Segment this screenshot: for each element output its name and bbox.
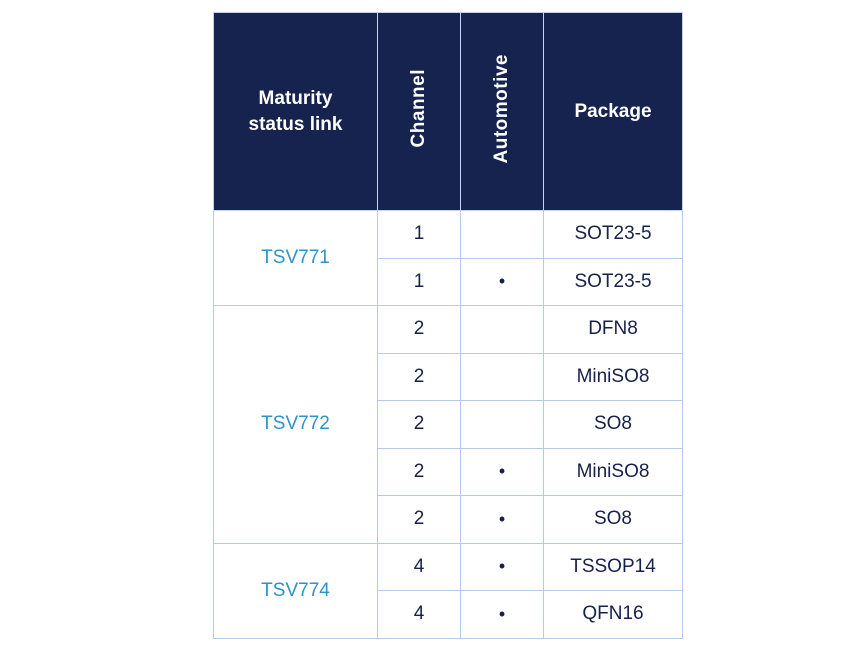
- automotive-cell: •: [460, 542, 544, 591]
- package-cell: SO8: [543, 400, 683, 449]
- channel-cell: 1: [377, 210, 461, 259]
- automotive-cell: [460, 305, 544, 354]
- header-row: Maturity status link Channel Automotive …: [213, 12, 683, 211]
- package-cell: TSSOP14: [543, 542, 683, 591]
- part-cell-tsv774: TSV774: [213, 542, 378, 639]
- automotive-cell: [460, 210, 544, 259]
- part-link-tsv774[interactable]: TSV774: [261, 579, 330, 601]
- table-row: 2 SO8: [214, 400, 683, 449]
- channel-cell: 4: [377, 542, 461, 591]
- automotive-cell: •: [460, 257, 544, 306]
- channel-cell: 2: [377, 495, 461, 544]
- automotive-cell: [460, 400, 544, 449]
- header-maturity-status-link: Maturity status link: [213, 12, 378, 211]
- automotive-cell: •: [460, 590, 544, 639]
- product-selector-table: Maturity status link Channel Automotive …: [213, 12, 683, 639]
- channel-cell: 2: [377, 447, 461, 496]
- package-cell: SOT23-5: [543, 210, 683, 259]
- header-automotive-label: Automotive: [491, 53, 512, 164]
- channel-cell: 4: [377, 590, 461, 639]
- header-package: Package: [543, 12, 683, 211]
- channel-cell: 2: [377, 352, 461, 401]
- table-row: 1 • SOT23-5: [214, 257, 683, 306]
- table-row: TSV771 1 SOT23-5: [213, 210, 683, 306]
- automotive-cell: •: [460, 447, 544, 496]
- package-cell: MiniSO8: [543, 352, 683, 401]
- part-cell-tsv772: TSV772: [213, 305, 378, 544]
- header-automotive: Automotive: [460, 12, 544, 211]
- header-channel: Channel: [377, 12, 461, 211]
- package-cell: SOT23-5: [543, 257, 683, 306]
- table-row: 4 • QFN16: [214, 590, 683, 639]
- header-maturity-status-link-label: Maturity status link: [248, 87, 343, 135]
- package-cell: DFN8: [543, 305, 683, 354]
- package-cell: SO8: [543, 495, 683, 544]
- automotive-cell: [460, 352, 544, 401]
- channel-cell: 2: [377, 400, 461, 449]
- channel-cell: 1: [377, 257, 461, 306]
- part-cell-tsv771: TSV771: [213, 210, 378, 306]
- part-link-tsv772[interactable]: TSV772: [261, 413, 330, 435]
- header-channel-label: Channel: [408, 69, 429, 148]
- header-package-label: Package: [574, 100, 652, 122]
- table-row: 2 • SO8: [214, 495, 683, 544]
- package-cell: QFN16: [543, 590, 683, 639]
- table-row: 2 MiniSO8: [214, 352, 683, 401]
- table-row: 2 • MiniSO8: [214, 447, 683, 496]
- table-row: TSV772 2 DFN8: [213, 305, 683, 544]
- part-link-tsv771[interactable]: TSV771: [261, 247, 330, 268]
- table-row: TSV774 4 • TSSOP14: [213, 542, 683, 639]
- automotive-cell: •: [460, 495, 544, 544]
- package-cell: MiniSO8: [543, 447, 683, 496]
- channel-cell: 2: [377, 305, 461, 354]
- product-table-container: Maturity status link Channel Automotive …: [213, 12, 683, 639]
